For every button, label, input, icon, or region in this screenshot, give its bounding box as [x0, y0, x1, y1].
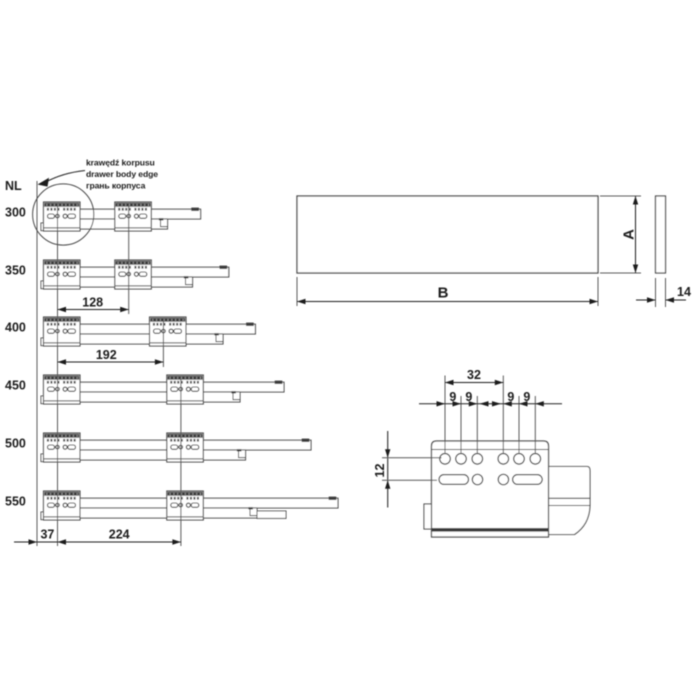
svg-text:9: 9 — [449, 390, 456, 404]
svg-text:NL: NL — [5, 179, 22, 193]
svg-text:12: 12 — [373, 464, 387, 478]
svg-text:грань корпуса: грань корпуса — [86, 181, 146, 191]
svg-text:A: A — [621, 229, 638, 240]
svg-text:400: 400 — [5, 321, 26, 335]
svg-text:9: 9 — [465, 390, 472, 404]
svg-text:550: 550 — [5, 495, 26, 509]
svg-text:500: 500 — [5, 437, 26, 451]
svg-text:B: B — [438, 285, 449, 302]
svg-text:128: 128 — [82, 296, 103, 310]
svg-text:14: 14 — [677, 285, 691, 299]
svg-text:drawer body edge: drawer body edge — [86, 169, 158, 179]
svg-text:krawędź korpusu: krawędź korpusu — [86, 158, 155, 168]
svg-text:9: 9 — [507, 390, 514, 404]
svg-text:350: 350 — [5, 264, 26, 278]
svg-text:450: 450 — [5, 379, 26, 393]
svg-text:192: 192 — [96, 348, 117, 362]
svg-text:32: 32 — [467, 368, 481, 382]
svg-text:9: 9 — [523, 390, 530, 404]
svg-text:300: 300 — [5, 206, 26, 220]
svg-text:37: 37 — [40, 528, 54, 542]
svg-text:224: 224 — [109, 528, 130, 542]
